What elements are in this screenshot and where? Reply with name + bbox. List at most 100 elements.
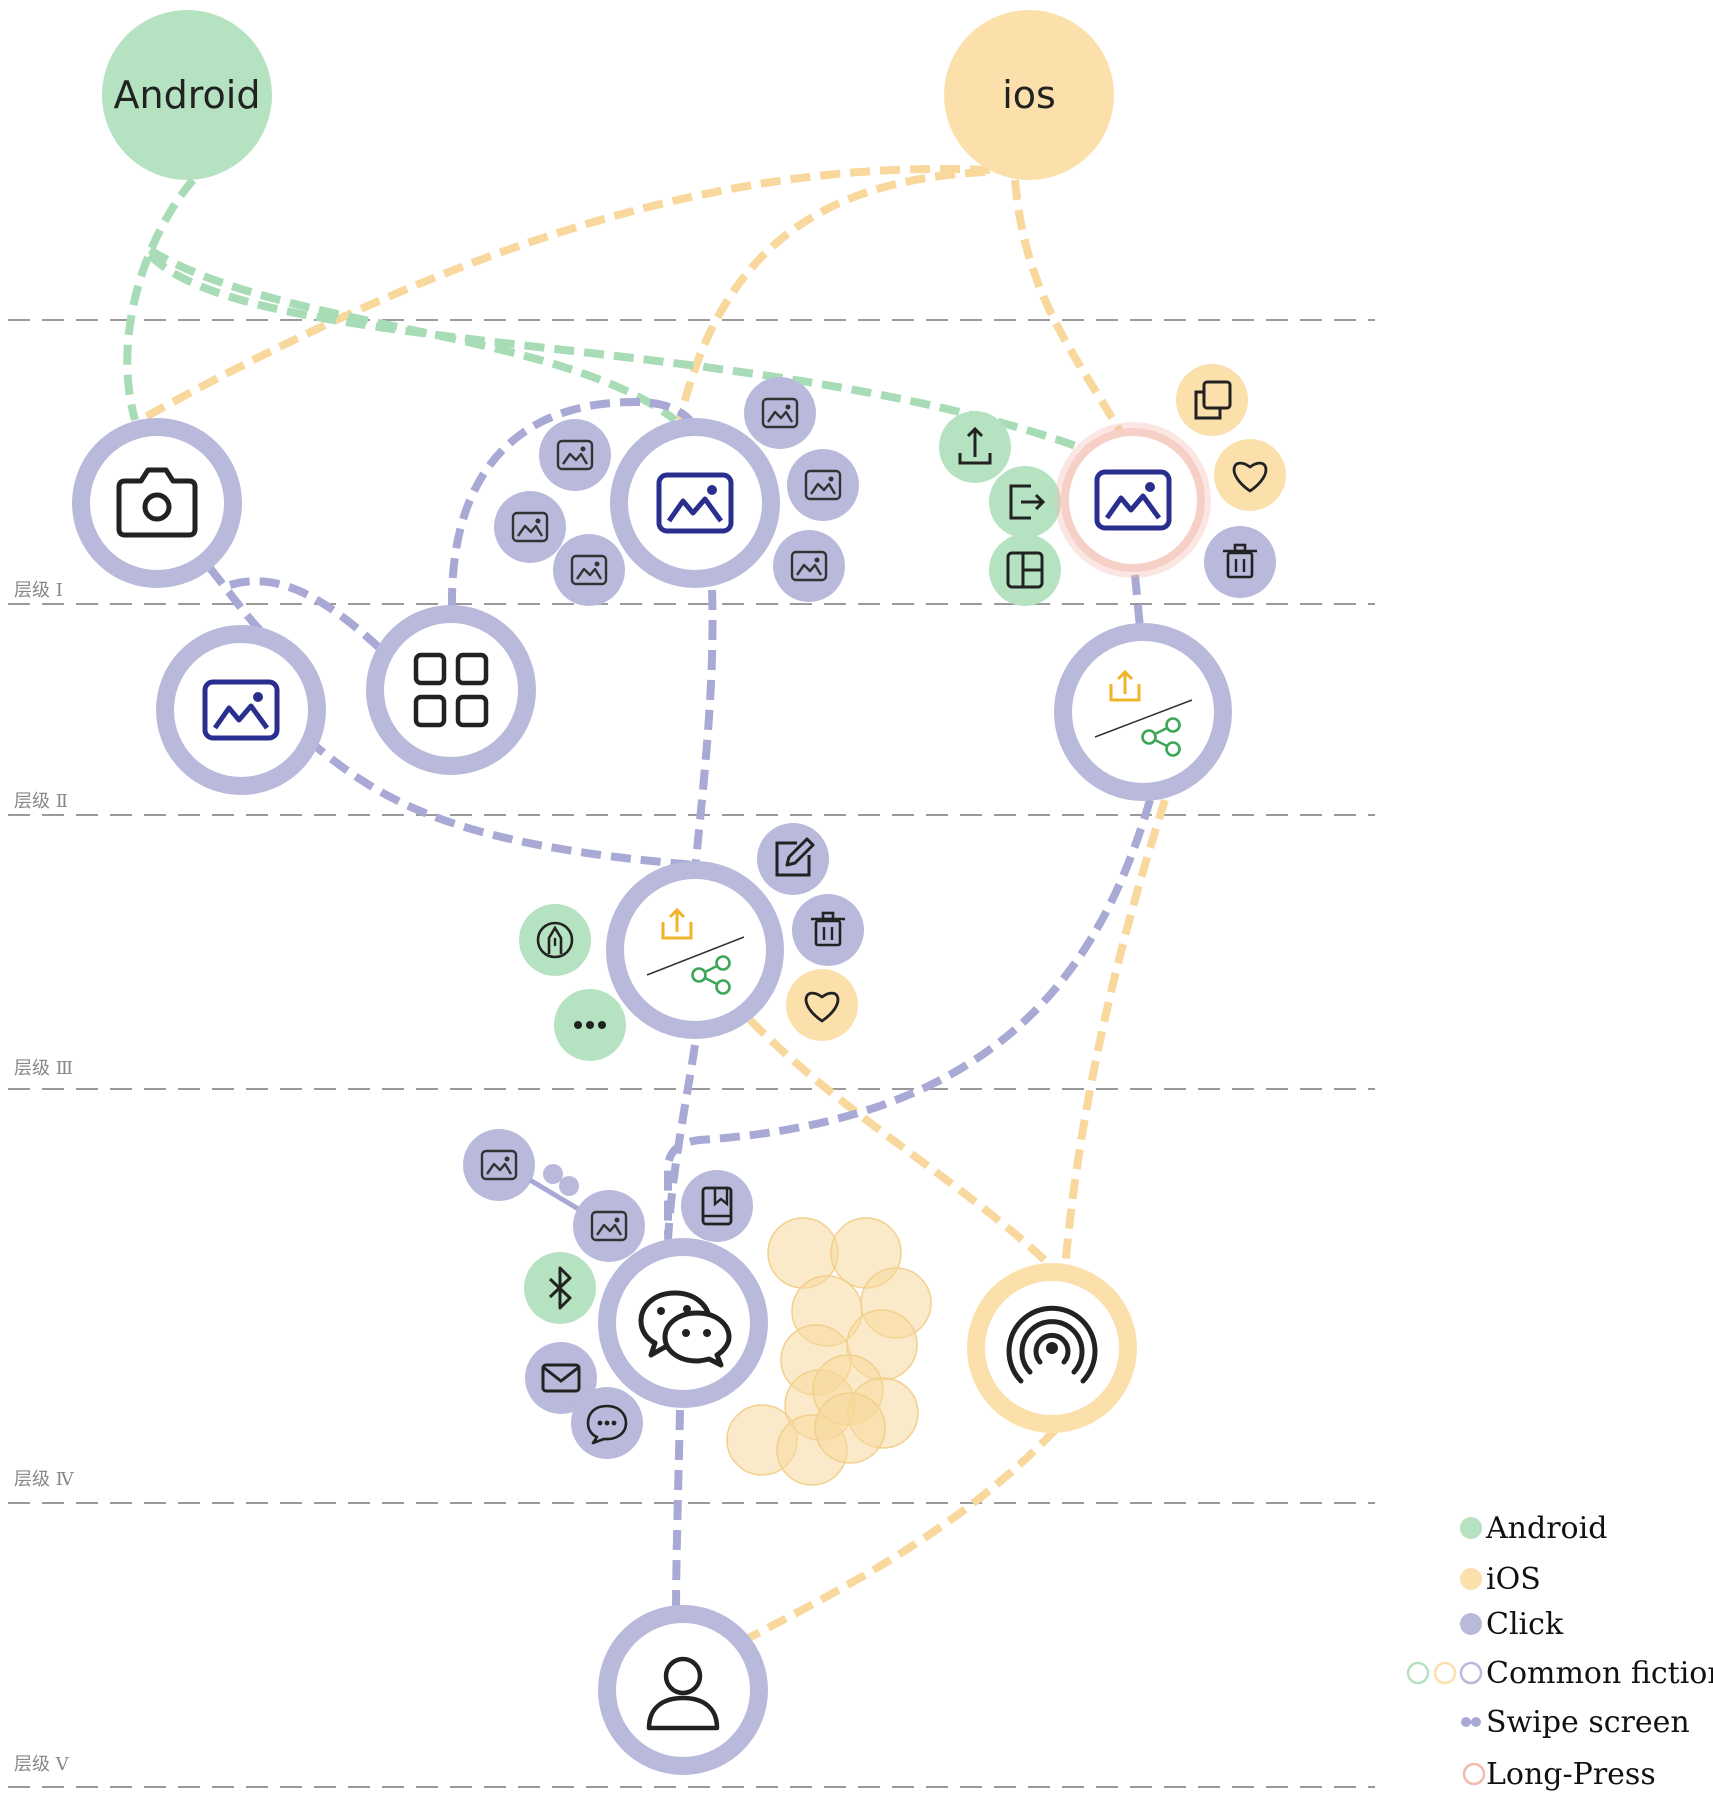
mail-icon <box>541 1363 581 1393</box>
click-path-image-to-share-sheet <box>305 736 696 869</box>
click-path-longpress-to-share <box>1131 574 1144 629</box>
longpress-actions <box>939 364 1286 606</box>
gallery-thumb-5[interactable] <box>787 449 859 521</box>
click-path-gallery-to-share-sheet <box>691 589 717 871</box>
share-sheet-actions <box>519 823 864 1061</box>
more-action[interactable] <box>554 989 626 1061</box>
wechat-icon <box>638 1290 732 1368</box>
swipe-dots <box>1461 1717 1481 1727</box>
gallery-thumb-6[interactable] <box>773 530 845 602</box>
swipe-dot <box>543 1164 563 1184</box>
swipe-thumb-1[interactable] <box>463 1129 535 1201</box>
platform-ios: ios <box>944 10 1114 180</box>
wechat-node[interactable] <box>598 1238 768 1408</box>
share-sheet-node[interactable] <box>606 861 784 1039</box>
camera-icon <box>116 467 198 538</box>
swipe-thumb-2[interactable] <box>573 1190 645 1262</box>
platform-android: Android <box>102 10 272 180</box>
ios-path-to-gallery <box>676 168 986 421</box>
delete-action-2[interactable] <box>792 894 864 966</box>
longpress-image-node[interactable] <box>1055 422 1211 578</box>
favorite-action-2[interactable] <box>786 969 858 1041</box>
more-dots-icon <box>574 1021 606 1029</box>
click-path-grid-to-gallery <box>447 397 693 609</box>
airdrop-node[interactable] <box>967 1263 1137 1433</box>
delete-action[interactable] <box>1204 526 1276 598</box>
share-targets <box>524 1252 643 1459</box>
gallery-thumb-1[interactable] <box>539 419 611 491</box>
markup-action[interactable] <box>519 904 591 976</box>
export-action[interactable] <box>939 411 1011 483</box>
pen-tip-icon <box>536 921 574 959</box>
level-label-4: 层级 Ⅳ <box>14 1469 75 1490</box>
message-bubble-icon <box>586 1404 628 1445</box>
legend-label: Android <box>1485 1511 1607 1546</box>
airdrop-icon <box>1006 1305 1098 1384</box>
legend-label: Click <box>1486 1607 1564 1642</box>
gallery-thumb-3[interactable] <box>553 534 625 606</box>
mail-action[interactable] <box>525 1342 597 1414</box>
legend-label: Common fiction <box>1486 1656 1713 1691</box>
gallery-thumb-2[interactable] <box>494 491 566 563</box>
divider-line <box>646 936 745 976</box>
layout-action[interactable] <box>989 534 1061 606</box>
level-label-5: 层级 Ⅴ <box>14 1754 70 1775</box>
copy-action[interactable] <box>1176 364 1248 436</box>
message-action[interactable] <box>571 1387 643 1459</box>
legend-item-long-press: Long-Press <box>1462 1757 1656 1792</box>
layout-icon <box>1006 551 1044 589</box>
grid-icon <box>413 652 489 728</box>
level-label-3: 层级 Ⅲ <box>14 1058 73 1079</box>
click-dot <box>1460 1613 1482 1635</box>
contact-node[interactable] <box>598 1605 768 1775</box>
platform-android-label: Android <box>114 73 261 117</box>
favorite-action[interactable] <box>1214 439 1286 511</box>
click-path-camera-to-grid <box>228 577 393 661</box>
image-viewer-node[interactable] <box>156 625 326 795</box>
ios-path-to-camera <box>138 164 991 424</box>
click-path-camera-to-image <box>206 565 263 633</box>
grid-view-node[interactable] <box>366 605 536 775</box>
swipe-connector <box>528 1177 582 1213</box>
bookmark-action[interactable] <box>681 1170 753 1242</box>
book-icon <box>701 1186 733 1226</box>
contact-bubble <box>814 1392 886 1464</box>
gallery-node[interactable] <box>610 418 780 588</box>
android-dot <box>1460 1517 1482 1539</box>
level-label-1: 层级 Ⅰ <box>14 580 63 601</box>
ring-triplet <box>1406 1661 1483 1685</box>
open-with-action[interactable] <box>989 466 1061 538</box>
upload-icon <box>958 426 992 465</box>
platform-ios-label: ios <box>1002 73 1056 117</box>
level-labels: 层级 Ⅰ 层级 Ⅱ 层级 Ⅲ 层级 Ⅳ 层级 Ⅴ <box>14 580 75 1775</box>
ios-dot <box>1460 1568 1482 1590</box>
legend-item-android: Android <box>1460 1511 1607 1546</box>
legend-item-ios: iOS <box>1460 1562 1541 1597</box>
legend-item-click: Click <box>1460 1607 1564 1642</box>
gallery-thumbnail-cluster <box>494 377 859 606</box>
ios-path-sheet-to-airdrop <box>747 1017 1053 1268</box>
camera-node[interactable] <box>72 418 242 588</box>
bluetooth-action[interactable] <box>524 1252 596 1324</box>
ios-path-share-to-airdrop <box>1061 798 1169 1269</box>
swipe-thumbnails <box>463 1129 753 1262</box>
legend-label: iOS <box>1486 1562 1541 1597</box>
longpress-ring <box>1462 1762 1486 1786</box>
legend-label: Long-Press <box>1486 1757 1656 1792</box>
legend: Android iOS Click Common fiction Swipe s <box>1406 1511 1713 1792</box>
click-path-sheet-to-wechat <box>664 1044 699 1241</box>
edit-action[interactable] <box>757 823 829 895</box>
ios-path-to-longpress-image <box>1011 179 1129 442</box>
android-path-to-longpress-image <box>147 252 1102 459</box>
click-path-wechat-to-contact <box>672 1409 684 1616</box>
person-icon <box>646 1656 720 1731</box>
android-path-to-camera <box>123 177 197 422</box>
share-node-ios[interactable] <box>1054 623 1232 801</box>
bluetooth-icon <box>548 1266 572 1310</box>
gallery-thumb-4[interactable] <box>744 377 816 449</box>
ios-path-airdrop-to-contact <box>743 1427 1058 1644</box>
level-label-2: 层级 Ⅱ <box>14 791 68 812</box>
legend-item-swipe-screen: Swipe screen <box>1461 1705 1690 1740</box>
swipe-dot <box>559 1176 579 1196</box>
